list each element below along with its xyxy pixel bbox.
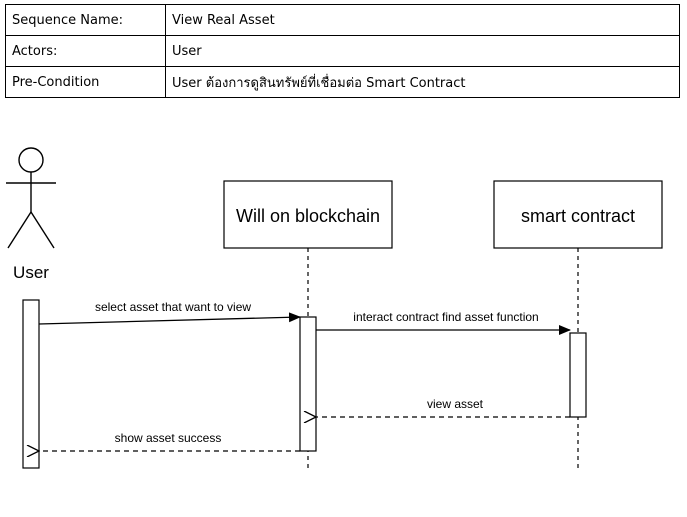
table-row: Actors: User (5, 35, 680, 67)
message-label: view asset (427, 397, 484, 411)
stick-figure-icon (6, 147, 56, 249)
participant-name: Will on blockchain (236, 206, 380, 226)
activation-user (22, 299, 40, 469)
table-row: Sequence Name: View Real Asset (5, 4, 680, 36)
message-label: interact contract find asset function (353, 310, 538, 324)
message-label: show asset success (115, 431, 222, 445)
participant-smart-contract: smart contract (493, 180, 663, 249)
message-show-asset-success: show asset success (39, 431, 300, 451)
sequence-name-value: View Real Asset (165, 4, 680, 36)
participant-will-on-blockchain: Will on blockchain (223, 180, 393, 249)
participant-name: smart contract (521, 206, 635, 226)
message-view-asset: view asset (316, 397, 570, 417)
activation-will-on-blockchain (299, 316, 317, 452)
pre-condition-value: User ต้องการดูสินทรัพย์ที่เชื่อมต่อ Smar… (165, 66, 680, 98)
activation-smart-contract (569, 332, 587, 418)
user-actor: User (6, 147, 56, 282)
sequence-info-table: Sequence Name: View Real Asset Actors: U… (5, 4, 680, 98)
message-label: select asset that want to view (95, 300, 251, 314)
table-row: Pre-Condition User ต้องการดูสินทรัพย์ที่… (5, 66, 680, 98)
sequence-name-label: Sequence Name: (5, 4, 166, 36)
actor-name: User (13, 263, 49, 282)
actors-value: User (165, 35, 680, 67)
message-select-asset: select asset that want to view (38, 300, 301, 325)
message-interact-contract: interact contract find asset function (316, 310, 571, 335)
